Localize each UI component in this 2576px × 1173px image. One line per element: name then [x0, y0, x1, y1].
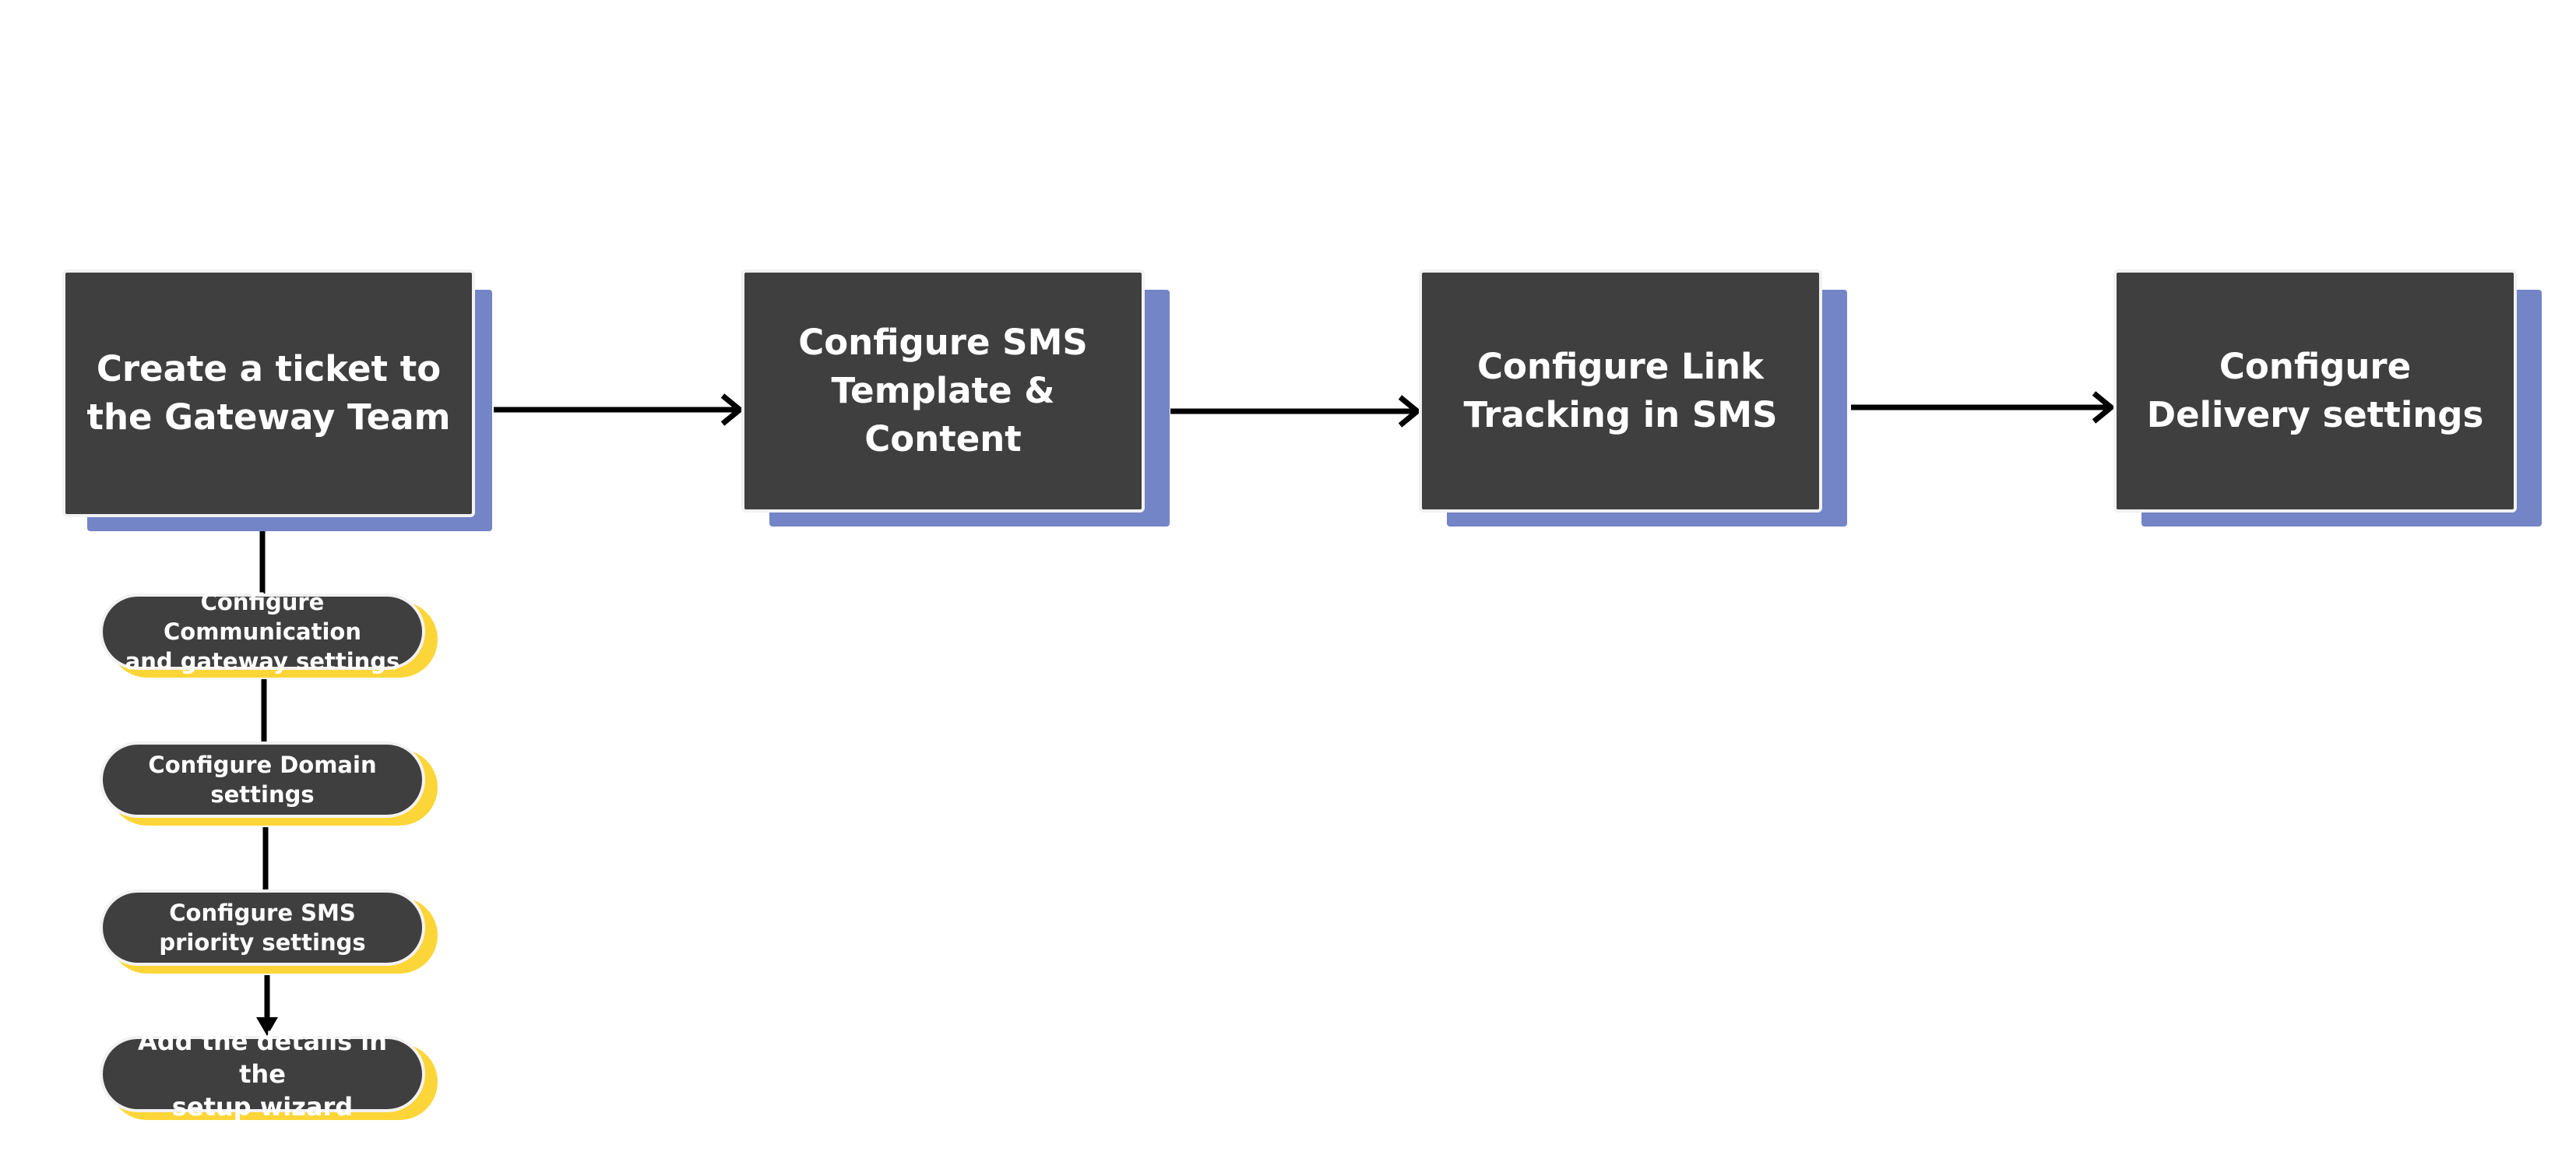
step-box: Configure SMS Template & Content	[741, 269, 1145, 513]
step-box: Configure Link Tracking in SMS	[1419, 269, 1822, 513]
substep-pill: Configure Communication and gateway sett…	[100, 589, 425, 675]
substep-sms-priority[interactable]: Configure SMS priority settings	[100, 889, 438, 974]
step-configure-delivery[interactable]: Configure Delivery settings	[2113, 269, 2543, 528]
substep-setup-wizard[interactable]: Add the details in the setup wizard	[100, 1027, 438, 1122]
step-box: Create a ticket to the Gateway Team	[62, 269, 475, 517]
step-label: Configure SMS Template & Content	[798, 321, 1088, 460]
step-label: Configure Delivery settings	[2146, 345, 2484, 435]
step-label: Create a ticket to the Gateway Team	[86, 347, 451, 438]
substep-label: Configure Communication and gateway sett…	[125, 588, 400, 675]
step-label: Configure Link Tracking in SMS	[1463, 345, 1778, 435]
step-configure-link-tracking[interactable]: Configure Link Tracking in SMS	[1419, 269, 1849, 528]
step-configure-sms-template[interactable]: Configure SMS Template & Content	[741, 269, 1171, 528]
step-create-ticket[interactable]: Create a ticket to the Gateway Team	[62, 269, 492, 533]
substep-label: Configure Domain settings	[148, 751, 377, 808]
substep-pill: Configure Domain settings	[100, 741, 425, 818]
substep-domain-settings[interactable]: Configure Domain settings	[100, 741, 438, 826]
substep-pill: Configure SMS priority settings	[100, 889, 425, 966]
substep-label: Configure SMS priority settings	[159, 899, 366, 956]
arrow-step1-to-step2	[494, 393, 744, 426]
arrow-step3-to-step4	[1851, 391, 2116, 424]
arrow-sub3-to-sub4	[256, 975, 278, 1036]
step-box: Configure Delivery settings	[2113, 269, 2517, 513]
substep-label: Add the details in the setup wizard	[137, 1026, 387, 1122]
substep-pill: Add the details in the setup wizard	[100, 1027, 425, 1122]
arrow-step2-to-step3	[1170, 395, 1422, 428]
substep-communication-gateway[interactable]: Configure Communication and gateway sett…	[100, 589, 438, 678]
